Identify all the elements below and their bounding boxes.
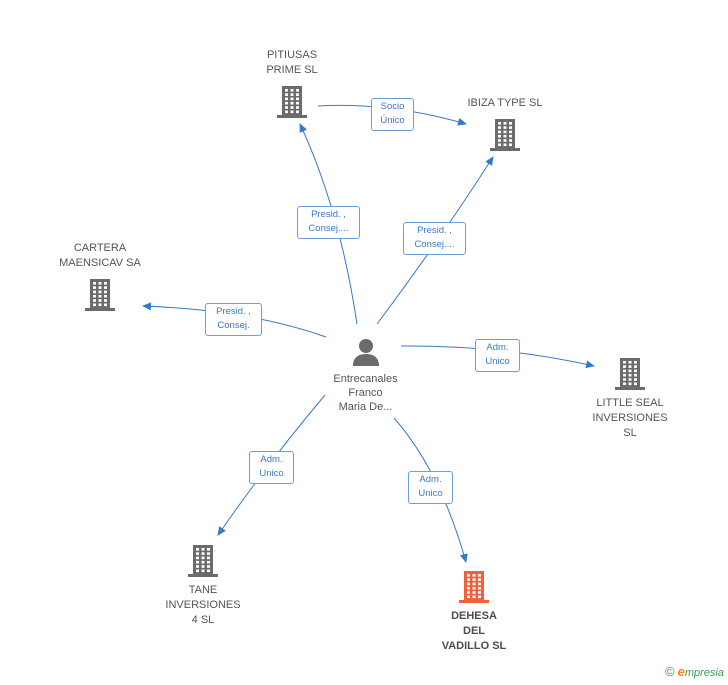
empresia-brand: © empresia <box>665 664 724 679</box>
edge-label-socio-unico[interactable]: Socio Único <box>371 98 414 131</box>
company-node-tane[interactable]: TANE INVERSIONES 4 SL <box>158 543 248 628</box>
building-icon <box>277 86 307 118</box>
brand-name: mpresia <box>684 667 724 679</box>
company-label: TANE INVERSIONES 4 SL <box>165 584 241 626</box>
company-node-pitiusas[interactable]: PITIUSAS PRIME SL <box>252 48 332 118</box>
company-node-littleseal[interactable]: LITTLE SEAL INVERSIONES SL <box>580 356 680 441</box>
edge-label-center-pitiusas[interactable]: Presid. , Consej.... <box>297 206 360 239</box>
company-node-dehesa[interactable]: DEHESA DEL VADILLO SL <box>424 569 524 654</box>
building-icon-highlighted <box>459 571 489 603</box>
building-icon <box>490 119 520 151</box>
edge-label-center-ibiza[interactable]: Presid. , Consej.... <box>403 222 466 255</box>
company-label: IBIZA TYPE SL <box>467 97 543 109</box>
edge-label-center-dehesa[interactable]: Adm. Unico <box>408 471 453 504</box>
person-icon <box>352 339 379 366</box>
person-label: Entrecanales Franco Maria De... <box>333 373 398 413</box>
company-node-ibiza[interactable]: IBIZA TYPE SL <box>455 96 555 151</box>
company-label: LITTLE SEAL INVERSIONES SL <box>592 397 668 439</box>
building-icon <box>615 358 645 390</box>
copyright-symbol: © <box>664 664 675 679</box>
building-icon <box>85 279 115 311</box>
company-label: PITIUSAS PRIME SL <box>266 49 318 76</box>
brand-e-letter: e <box>677 664 685 679</box>
company-label: CARTERA MAENSICAV SA <box>59 242 141 269</box>
building-icon <box>188 545 218 577</box>
person-node-center[interactable]: Entrecanales Franco Maria De... <box>313 337 418 414</box>
edge-label-center-cartera[interactable]: Presid. , Consej. <box>205 303 262 336</box>
company-node-cartera[interactable]: CARTERA MAENSICAV SA <box>50 241 150 311</box>
edge-label-center-tane[interactable]: Adm. Unico <box>249 451 294 484</box>
edge-label-center-littleseal[interactable]: Adm. Unico <box>475 339 520 372</box>
company-label-main: DEHESA DEL VADILLO SL <box>441 610 507 652</box>
